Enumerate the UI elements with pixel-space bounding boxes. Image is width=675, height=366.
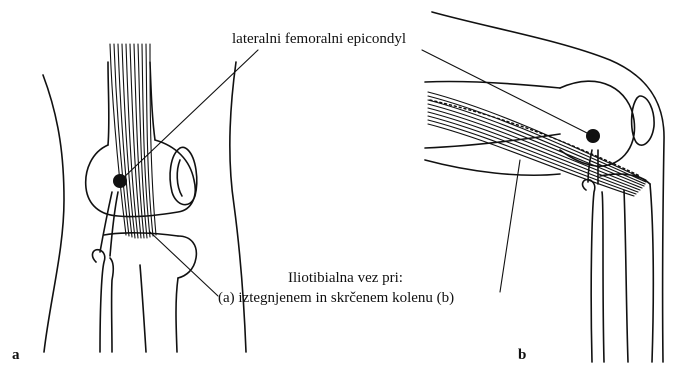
fibula	[93, 250, 105, 352]
thigh-right-outline	[230, 62, 246, 352]
femur-shaft	[108, 62, 109, 145]
leader-band-b	[500, 160, 520, 292]
caption-line-1: Iliotibialna vez pri:	[288, 269, 403, 287]
collateral-ligament	[100, 192, 112, 252]
thigh-left-outline	[43, 75, 64, 352]
caption-line-2: (a) iztegnjenem in skrčenem kolenu (b)	[218, 289, 454, 307]
patella-b	[632, 96, 654, 145]
panel-letter-b: b	[518, 346, 526, 364]
femur-b	[425, 81, 560, 88]
panel-b-drawing	[425, 12, 664, 362]
epicondyle-label: lateralni femoralni epicondyl	[232, 30, 406, 48]
leader-epicondyle-a	[120, 50, 258, 181]
leader-lines	[120, 50, 593, 296]
panel-letter-a: a	[12, 346, 20, 364]
tibia-b	[624, 190, 628, 362]
tibia-shaft	[140, 265, 146, 352]
iliotibial-band-a	[110, 44, 156, 238]
knee-outer-outline	[432, 12, 664, 362]
fibula-b	[583, 180, 595, 362]
leader-band-a	[150, 232, 218, 296]
femoral-condyle	[86, 140, 196, 217]
